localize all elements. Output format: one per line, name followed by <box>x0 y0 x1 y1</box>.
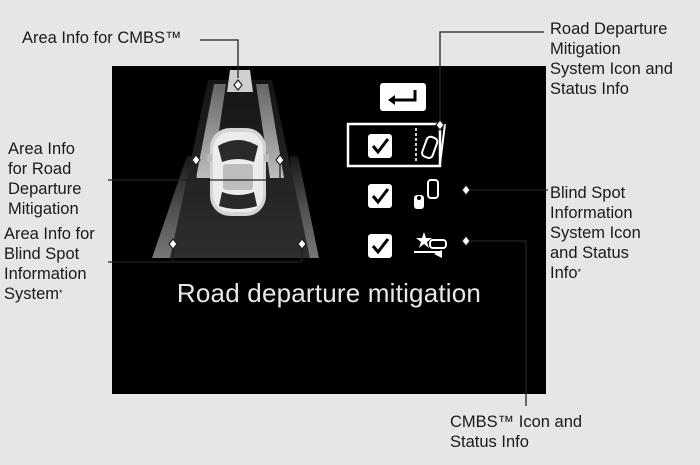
footnote-marker: * <box>577 267 582 277</box>
check-icon <box>371 188 390 205</box>
label-line: Information <box>550 204 633 222</box>
marker <box>275 154 285 166</box>
car-icon <box>207 128 269 216</box>
cmbs-zone <box>227 70 253 92</box>
label-line: Info* <box>550 264 582 282</box>
label-line: Information <box>4 265 87 283</box>
label-line: Status Info <box>450 433 529 451</box>
blind-spot-icon <box>414 179 439 209</box>
rdm-zone-left <box>196 84 226 178</box>
check-icon <box>371 238 390 255</box>
label-line: System Icon and <box>550 60 673 78</box>
cmbs-row[interactable] <box>368 232 447 258</box>
label-line: Departure <box>8 180 82 198</box>
label-line: Area Info <box>8 140 75 158</box>
back-button[interactable] <box>380 83 426 111</box>
leader-cmbs-area <box>200 39 239 78</box>
label-line: Blind Spot <box>550 184 626 202</box>
label-bsi-icon: Blind Spot Information System Icon and S… <box>550 183 641 283</box>
label-cmbs-icon: CMBS™ Icon and Status Info <box>450 412 582 452</box>
label-line: Mitigation <box>8 200 79 218</box>
marker <box>435 119 445 131</box>
check-icon <box>371 138 390 155</box>
screen-graphics <box>152 70 447 258</box>
label-line: Status Info <box>550 80 629 98</box>
label-line: Blind Spot <box>4 245 80 263</box>
marker <box>191 154 201 166</box>
return-arrow-icon <box>388 90 417 105</box>
label-rdm-icon: Road Departure Mitigation System Icon an… <box>550 19 673 99</box>
label-line: Area Info for CMBS™ <box>22 29 182 47</box>
label-line: Road Departure <box>550 20 668 38</box>
leader-cmbs-icon <box>466 240 527 406</box>
label-line: and Status <box>550 244 629 262</box>
label-line: Mitigation <box>550 40 621 58</box>
marker <box>168 238 178 250</box>
screen-caption: Road departure mitigation <box>176 278 482 308</box>
marker <box>233 79 243 91</box>
label-line: Area Info for <box>4 225 95 243</box>
road-graphic <box>152 70 319 258</box>
rdm-zone-right <box>256 84 284 178</box>
label-bsi-area: Area Info for Blind Spot Information Sys… <box>4 224 95 304</box>
label-rdm-area: Area Info for Road Departure Mitigation <box>8 139 81 219</box>
footnote-marker: * <box>59 288 63 298</box>
blind-spot-zone-left <box>152 156 194 258</box>
display-screen: Road departure mitigation <box>112 66 546 394</box>
label-line: System Icon <box>550 224 641 242</box>
marker <box>461 184 471 196</box>
label-cmbs-area: Area Info for CMBS™ <box>22 28 182 48</box>
leader-rdm-icon <box>439 31 544 126</box>
collision-icon <box>414 232 447 258</box>
marker <box>461 235 471 247</box>
road-departure-icon <box>421 123 446 165</box>
bsi-row[interactable] <box>368 179 439 209</box>
rdm-row[interactable] <box>346 122 446 168</box>
label-line: System* <box>4 285 63 303</box>
marker <box>297 238 307 250</box>
label-line: CMBS™ Icon and <box>450 413 583 431</box>
label-line: for Road <box>8 160 72 178</box>
